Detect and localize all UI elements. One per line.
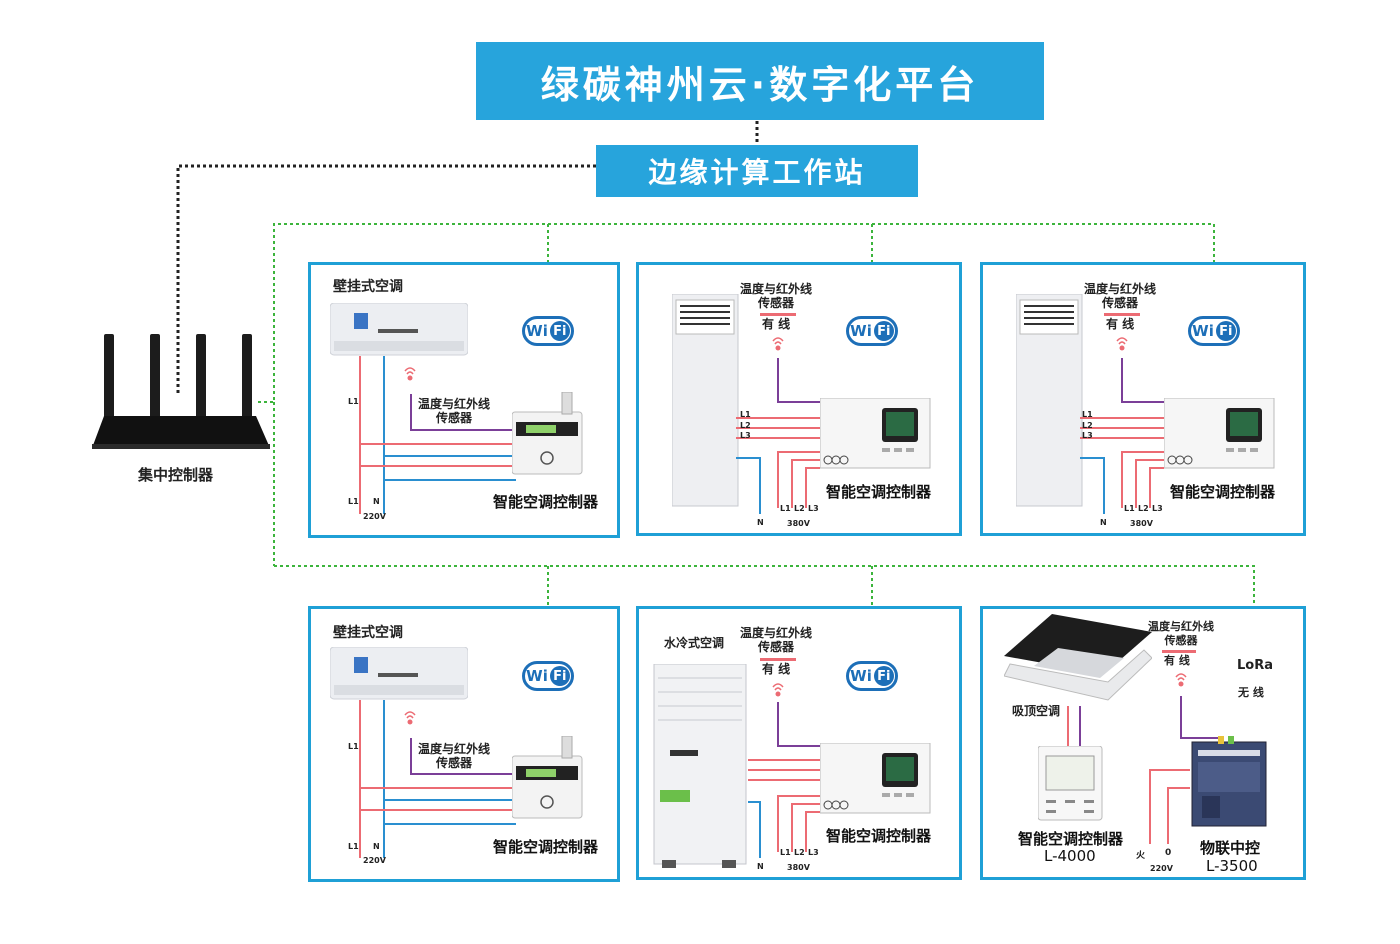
wiring-p3 [1080,358,1164,514]
sensor-underline [760,313,796,316]
bottom-l1: L1 [780,848,791,857]
wiring-p6 [1067,696,1224,844]
ac-label: 壁挂式空调 [333,279,403,295]
controller-device [1163,397,1276,470]
sensor-underline [760,658,796,661]
controller-label: 智能空调控制器 [493,838,599,856]
line-l1-label: L1 [348,742,359,751]
wall-ac-unit [329,646,469,701]
sensor-label: 温度与红外线 传感器 [418,742,491,770]
controller-device [511,735,584,820]
controller-device [511,391,584,476]
cabinet-ac-unit [671,293,742,510]
line-l1-bottom: L1 [348,497,359,506]
wired-label: 有 线 [762,662,791,676]
voltage-label: 220V [363,856,386,865]
l2-label: L2 [740,421,751,430]
line-n-label: N [373,497,380,506]
line-l1-label: L1 [348,397,359,406]
sensor-label: 温度与红外线 传感器 [740,282,813,310]
sensor-icon [403,364,417,388]
bottom-l2: L2 [1138,504,1149,513]
bottom-l3: L3 [1152,504,1163,513]
wiring-p2 [736,358,820,514]
sensor-icon [771,334,785,358]
wiring-p1 [359,356,516,514]
bottom-l3: L3 [808,848,819,857]
iot-label: 物联中控 [1200,839,1261,857]
n-label: N [757,862,764,871]
sensor-icon [1115,334,1129,358]
zero-label: 0 [1165,848,1172,858]
wiring-p4 [359,700,516,858]
l2-label: L2 [1082,421,1093,430]
cabinet-ac-unit [1015,293,1086,510]
voltage-label: 380V [787,863,810,872]
controller-label: 智能空调控制器 [826,483,932,501]
ac-label: 水冷式空调 [664,636,725,650]
wired-label: 有 线 [1164,654,1190,667]
voltage-label: 220V [363,512,386,521]
sensor-label: 温度与红外线 传感器 [1148,620,1214,647]
sensor-underline [1162,650,1196,653]
l1-label: L1 [740,410,751,419]
bottom-l2: L2 [794,848,805,857]
lora-icon: LoRa [1237,658,1273,673]
n-label: N [757,518,764,527]
wired-label: 有 线 [762,317,791,331]
bottom-l2: L2 [794,504,805,513]
n-label: N [1100,518,1107,527]
iot-model: L-3500 [1206,857,1258,875]
l1-label: L1 [1082,410,1093,419]
controller-device [819,742,932,815]
controller-label: 智能空调控制器 [826,827,932,845]
wiring-p5 [748,702,820,858]
voltage-label: 220V [1150,864,1173,873]
ac-label: 吸顶空调 [1012,704,1061,718]
bottom-l1: L1 [1124,504,1135,513]
controller-label: 智能空调控制器 [1018,830,1124,848]
sensor-label: 温度与红外线 传感器 [418,397,491,425]
controller-label: 智能空调控制器 [1170,483,1276,501]
sensor-icon [771,680,785,704]
l3-label: L3 [740,431,751,440]
sensor-icon [403,708,417,732]
bottom-l3: L3 [808,504,819,513]
water-cooled-ac-unit [652,663,748,870]
sensor-label: 温度与红外线 传感器 [1084,282,1157,310]
voltage-label: 380V [1130,519,1153,528]
controller-model: L-4000 [1044,847,1096,865]
router-label: 集中控制器 [138,466,214,484]
router-device [90,330,270,450]
controller-device [819,397,932,470]
voltage-label: 380V [787,519,810,528]
iot-hub-device [1188,736,1270,828]
line-l1-bottom: L1 [348,842,359,851]
edge-station-title: 边缘计算工作站 [596,145,918,197]
fire-label: 火 [1136,851,1146,861]
sensor-icon [1174,670,1188,694]
sensor-label: 温度与红外线 传感器 [740,626,813,654]
sensor-underline [1104,313,1140,316]
ceiling-ac-unit [1003,614,1153,702]
platform-title: 绿碳神州云·数字化平台 [476,42,1044,120]
bottom-l1: L1 [780,504,791,513]
controller-label: 智能空调控制器 [493,493,599,511]
line-n-label: N [373,842,380,851]
wireless-label: 无 线 [1238,686,1264,699]
wall-controller-l4000 [1037,745,1104,822]
wired-label: 有 线 [1106,317,1135,331]
ac-label: 壁挂式空调 [333,625,403,641]
l3-label: L3 [1082,431,1093,440]
